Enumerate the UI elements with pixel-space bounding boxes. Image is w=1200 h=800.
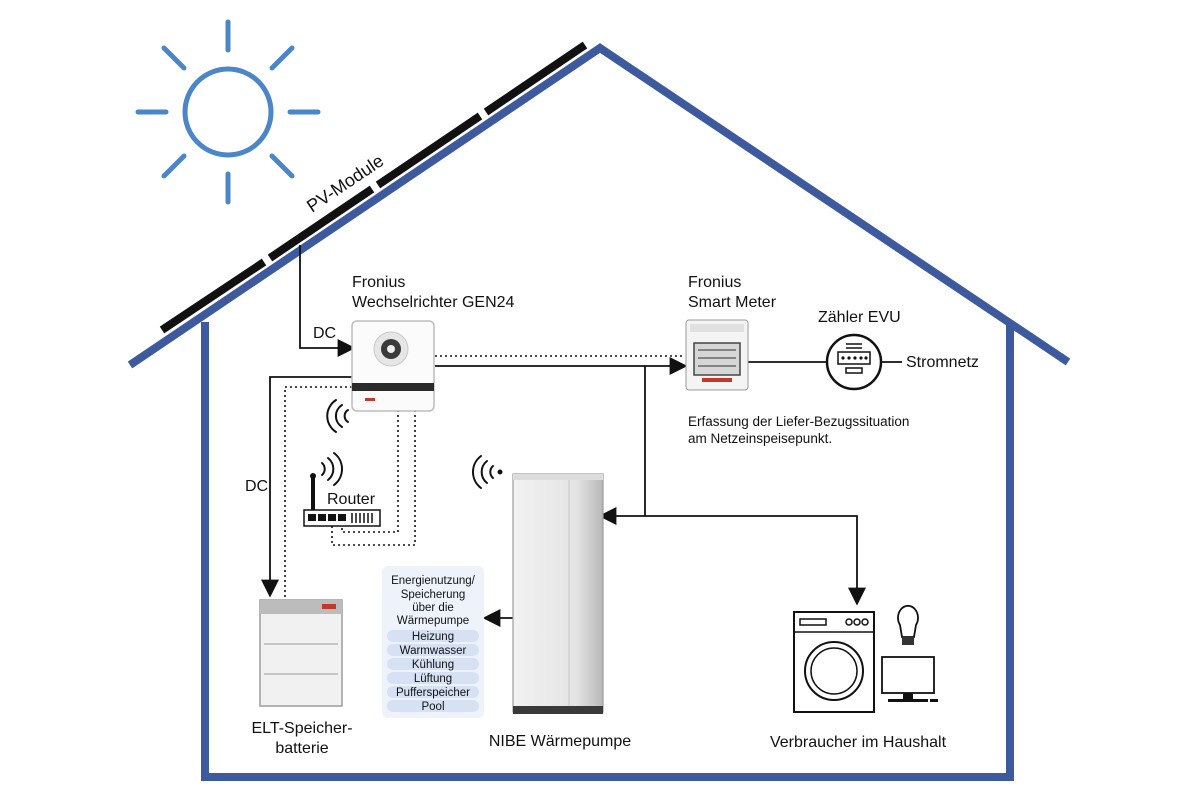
meter-note-line1: Erfassung der Liefer-Bezugssituation [688, 414, 909, 429]
sun-icon [135, 19, 321, 205]
data-lines [284, 355, 684, 600]
router-label: Router [327, 491, 376, 508]
energy-box-title-line: über die [412, 602, 454, 614]
house-outline [127, 43, 1071, 781]
dc-line-pv [299, 245, 356, 357]
computer-icon [881, 656, 938, 702]
wifi-icon [326, 399, 349, 433]
inverter-label-line2: Wechselrichter GEN24 [352, 294, 515, 311]
smart-meter-label-line1: Fronius [688, 274, 741, 291]
router-icon [303, 473, 381, 527]
evu-meter-label: Zähler EVU [818, 309, 901, 326]
wifi-icon [321, 452, 343, 486]
pv-panel [483, 41, 588, 116]
smart-meter-label-line2: Smart Meter [688, 294, 777, 311]
heatpump-device [512, 473, 604, 714]
dc-label-left: DC [245, 478, 268, 495]
energy-box-title-line: Speicherung [401, 589, 466, 601]
pv-panel [267, 185, 375, 262]
energy-usage-box: Energienutzung/ Speicherung über die Wär… [382, 566, 484, 718]
consumers-label: Verbraucher im Haushalt [770, 734, 947, 751]
inverter-label-line1: Fronius [352, 274, 405, 291]
evu-meter-icon [825, 333, 883, 391]
smart-meter-device [685, 319, 749, 391]
dc-line-battery [261, 376, 352, 598]
pv-panel [159, 258, 267, 334]
battery-label-line1: ELT-Speicher- [251, 720, 352, 737]
grid-label: Stromnetz [906, 354, 979, 371]
energy-item: Kühlung [412, 659, 454, 671]
energy-item: Pufferspeicher [396, 687, 470, 699]
battery-device [259, 599, 343, 707]
pv-modules [159, 41, 588, 334]
light-bulb-icon [897, 604, 919, 645]
energy-item: Lüftung [414, 673, 452, 685]
energy-item: Warmwasser [400, 645, 467, 657]
meter-note-line2: am Netzeinspeisepunkt. [688, 431, 832, 446]
ac-line-consumers [645, 515, 866, 606]
energy-box-title-line: Energienutzung/ [391, 575, 476, 587]
wifi-icon [472, 455, 503, 489]
washing-machine-icon [793, 611, 875, 713]
pv-panel [375, 112, 483, 189]
energy-box-title-line: Wärmepumpe [397, 615, 469, 627]
energy-item: Pool [421, 701, 444, 713]
connection-lines [261, 245, 902, 627]
heatpump-label: NIBE Wärmepumpe [489, 733, 631, 750]
dc-label-top: DC [313, 325, 336, 342]
energy-item: Heizung [412, 631, 454, 643]
inverter-device [351, 320, 435, 412]
battery-label-line2: batterie [275, 740, 328, 757]
